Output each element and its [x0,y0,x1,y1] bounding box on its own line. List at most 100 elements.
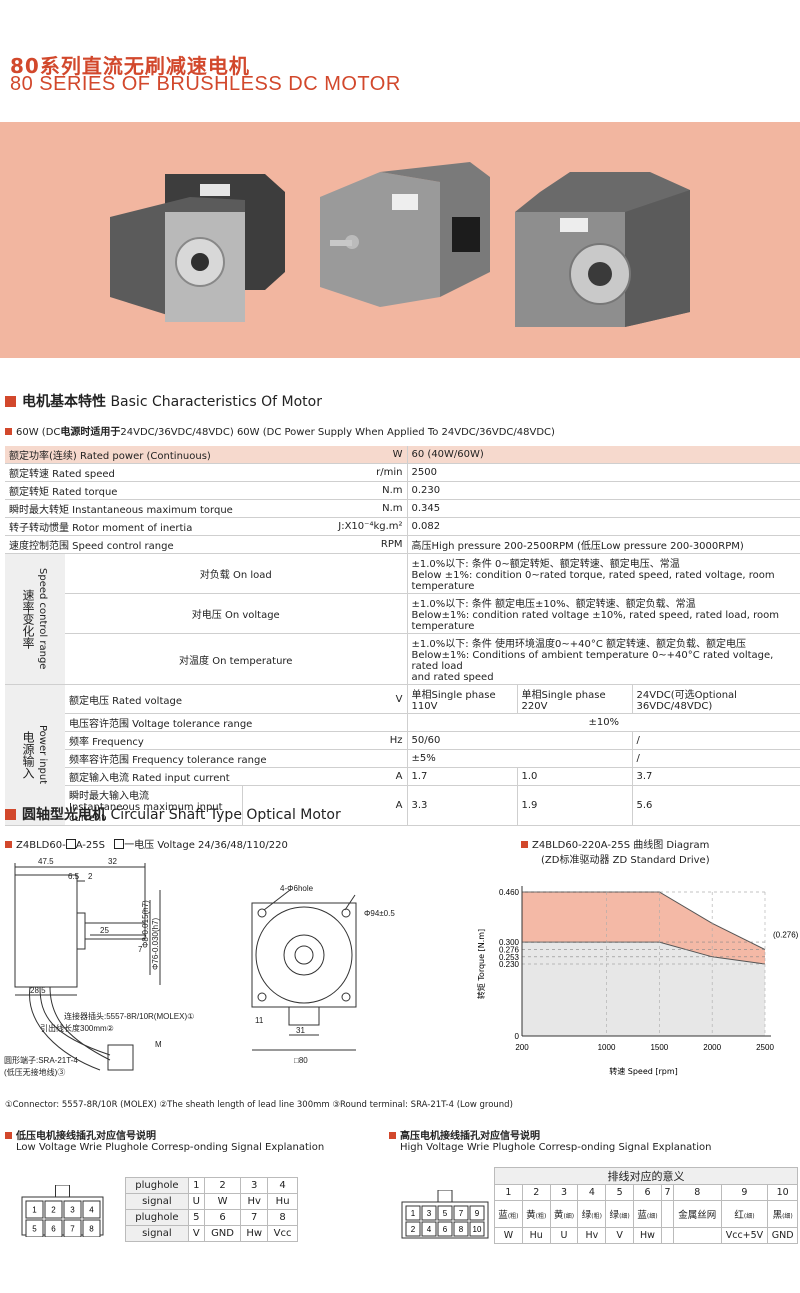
row-value: ±5% [406,749,633,768]
section-marker-icon [5,396,16,407]
row-value: 50/60 [406,731,633,750]
color-name: 红 [734,1210,744,1221]
plughole-label: plughole [125,1177,189,1194]
pin-number: 1 [411,1209,416,1218]
color-cell: 蓝(粗) [494,1200,523,1228]
low-voltage-title-en: Low Voltage Wrie Plughole Corresp-onding… [16,1142,325,1153]
row-value: 60 (40W/60W) [406,446,800,464]
dim-label: Φ94±0.5 [364,909,395,918]
row-value: 高压High pressure 200-2500RPM (低压Low press… [406,535,800,554]
row-value: 0.345 [406,499,800,518]
value-line: ±1.0%以下: 条件 0~额定转矩、额定转速、额定电压、常温 [411,559,680,570]
signal-cell [673,1227,722,1244]
label-en: Instantaneous maximum input current [69,802,223,824]
row-label: 频率容许范围 Frequency tolerance range [65,749,290,768]
table-row: 瞬时最大转矩 Instantaneous maximum torque N.m … [5,499,800,518]
dim-label: 25 [100,926,109,935]
dim-label: M [155,1040,162,1049]
table-row: 电源输入 Power input 额定电压 Rated voltage V 单相… [5,684,800,826]
motor-photo-2 [320,162,490,307]
row-value: ±1.0%以下: 条件 额定电压±10%、额定转速、额定负载、常温 Below±… [406,593,800,634]
table-row: 蓝(粗)黄(粗)黄(细)绿(粗)绿(细)蓝(细)金属丝网红(细)黑(细) [494,1200,798,1228]
hole-cell: 4 [267,1177,298,1194]
table-row: 速度控制范围 Speed control range RPM 高压High pr… [5,535,800,554]
table-row: signal V GND Hw Vcc [125,1225,298,1242]
y-tick-label: 0.253 [499,953,520,962]
hole-cell: 1 [187,1177,205,1194]
hole-cell: 9 [720,1184,769,1201]
pin-slot [82,1200,101,1219]
row-value: 0.082 [406,517,800,536]
color-name: 黄 [553,1210,564,1221]
signal-cell: GND [767,1227,798,1244]
row-value: 0.230 [406,481,800,500]
hole-cell: 6 [203,1209,242,1226]
hole-cell: 3 [240,1177,269,1194]
pin-number: 1 [32,1206,37,1215]
value-line: ±1.0%以下: 条件 额定电压±10%、额定转速、额定负载、常温 [411,599,696,610]
pin-slot [453,1205,469,1221]
color-cell: 黑(细) [767,1200,798,1228]
color-cell: 绿(粗) [577,1200,607,1228]
pin-slot [405,1205,421,1221]
color-name: 金属丝网 [678,1210,717,1221]
pin-number: 6 [443,1225,448,1234]
row-label: 对电压 On voltage [65,593,408,634]
y-tick-label: 0.460 [499,888,520,897]
characteristics-table: 额定功率(连续) Rated power (Continuous) W 60 (… [5,446,800,826]
bullet-icon [5,428,12,435]
pin-number: 3 [70,1206,75,1215]
color-cell: 黄(细) [549,1200,579,1228]
y-axis-label: 转矩 Torque [N.m] [476,929,486,999]
label-cn: 瞬时最大输入电流 [69,791,149,802]
color-cell: 黄(粗) [521,1200,551,1228]
x-axis-label: 转速 Speed [rpm] [609,1066,678,1076]
pin-slot [453,1221,469,1237]
table-row: 对电压 On voltage ±1.0%以下: 条件 额定电压±10%、额定转速… [5,593,800,634]
table-row: 速率变化率 Speed control range 对负载 On load ±1… [5,553,800,685]
pin-number: 5 [443,1209,448,1218]
row-value: ±1.0%以下: 条件 使用环境温度0~+40°C 额定转速、额定负载、额定电压… [406,633,800,685]
signal-cell: Vcc+5V [720,1227,769,1244]
color-cell: 绿(细) [605,1200,635,1228]
x-tick-label: 2500 [756,1043,774,1052]
row-label: 电压容许范围 Voltage tolerance range [65,713,290,732]
pin-slot [469,1205,485,1221]
power-group-label: 电源输入 Power input [5,684,65,826]
row-label: 额定电压 Rated voltage [65,684,290,714]
pin-slot [25,1200,44,1219]
thickness-note: (细) [782,1213,793,1220]
hole-cell: 7 [660,1184,675,1201]
terminal-note: (低压无接地线)③ [4,1067,65,1077]
value-220v: 单相Single phase 220V [516,684,633,714]
color-cell [660,1200,675,1228]
row-unit: N.m [242,499,408,518]
color-cell: 金属丝网 [673,1200,722,1228]
value-line: ±1.0%以下: 条件 使用环境温度0~+40°C 额定转速、额定负载、额定电压 [411,639,747,650]
row-unit: Hz [290,731,408,750]
speed-group-cn: 速率变化率 [21,588,35,649]
plughole-label: plughole [125,1209,189,1226]
hole-cell: 10 [767,1184,798,1201]
color-cell: 红(细) [720,1200,769,1228]
row-value: 3.7 [631,767,800,786]
dim-label: Φ8-0.015(h7) [141,900,150,948]
color-name: 黑 [772,1210,783,1221]
row-value: 5.6 [631,785,800,826]
signal-cell: Hw [240,1225,269,1242]
table-row: 额定功率(连续) Rated power (Continuous) W 60 (… [5,446,800,464]
pin-number: 8 [459,1225,464,1234]
dim-label: Φ76-0.030(h7) [151,917,160,970]
pin-number: 2 [51,1206,56,1215]
row-label: 额定功率(连续) Rated power (Continuous) [5,446,242,464]
dim-label: 4-Φ6hole [280,884,314,893]
pin-number: 7 [70,1225,75,1234]
thickness-note: (粗) [535,1213,547,1220]
speed-group-en: Speed control range [37,568,48,670]
value-dc: 24VDC(可选Optional 36VDC/48VDC) [631,684,800,714]
footnote: ①Connector: 5557-8R/10R (MOLEX) ②The she… [5,1100,513,1110]
bullet-icon [521,841,528,848]
y-tick-label: 0.300 [499,938,520,947]
